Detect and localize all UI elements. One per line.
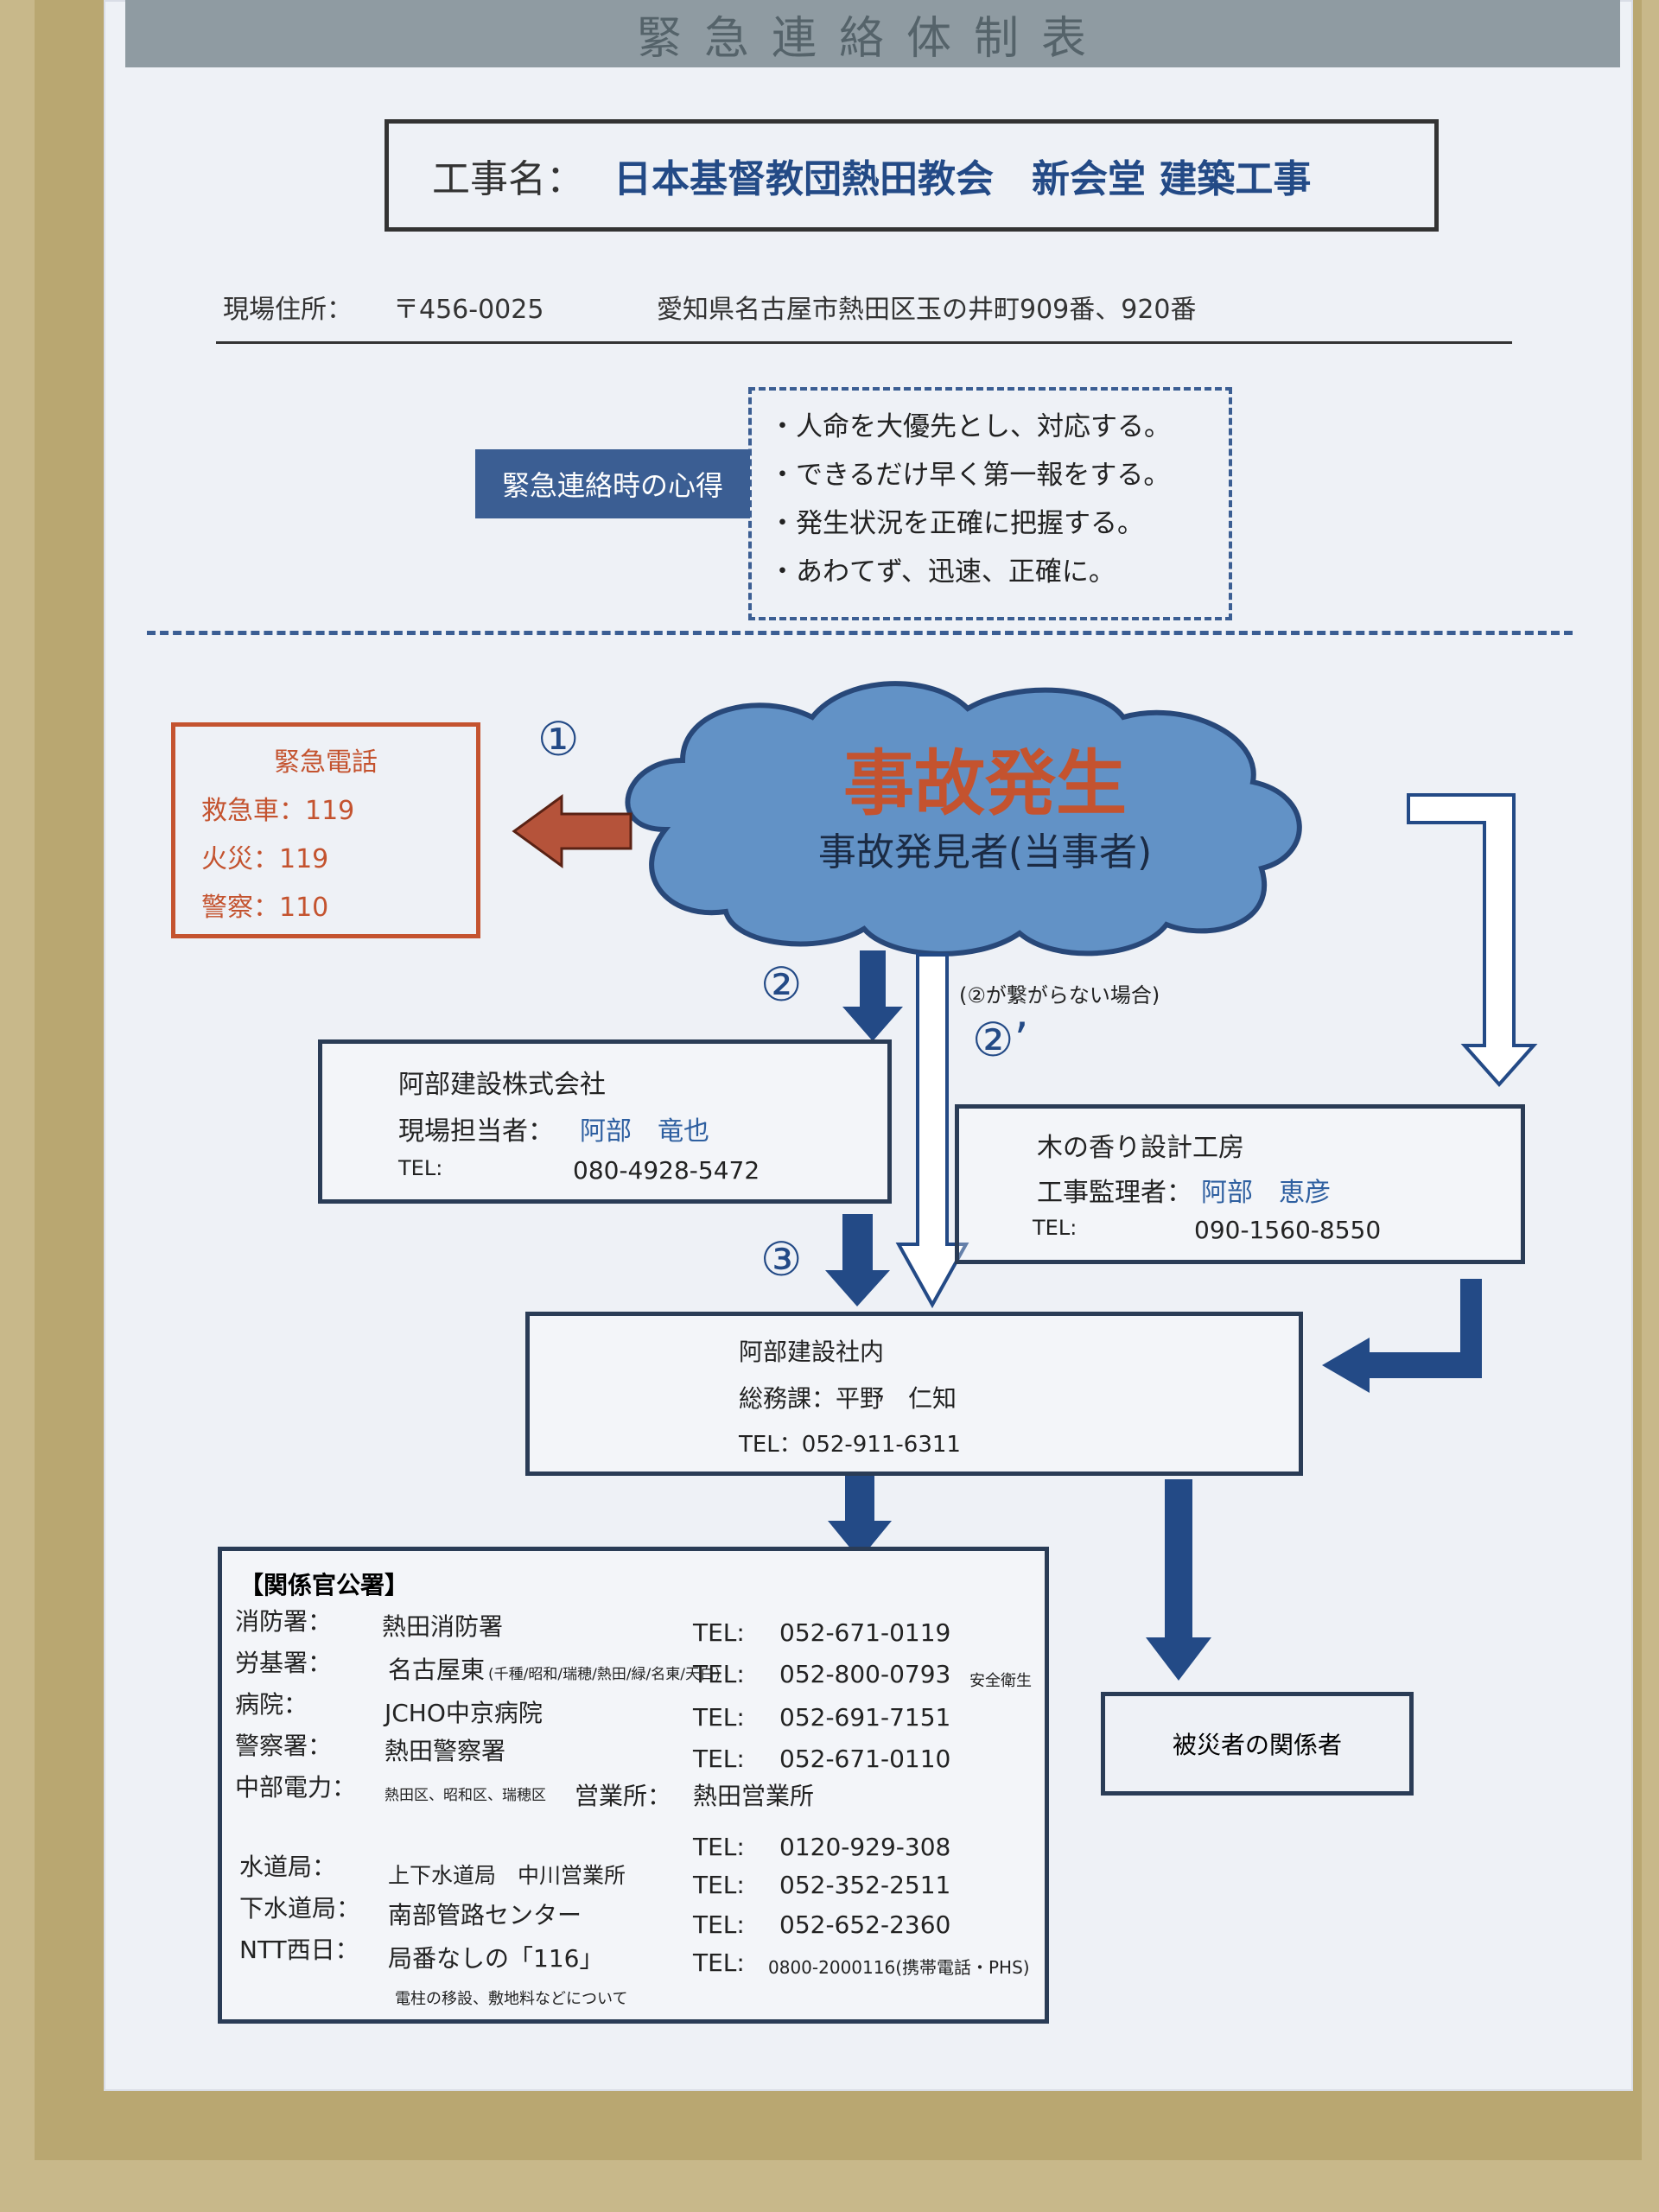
rule-item: ・人命を大優先とし、対応する。 bbox=[769, 411, 1171, 442]
auth-tel-label: TEL: bbox=[693, 1871, 745, 1899]
arrow-step3 bbox=[825, 1214, 890, 1306]
rule-item: ・発生状況を正確に把握する。 bbox=[769, 508, 1144, 539]
abe-site-tel: 080-4928-5472 bbox=[573, 1156, 760, 1185]
project-name: 日本基督教団熱田教会 新会堂 建築工事 bbox=[613, 157, 1312, 201]
rules-box: ・人命を大優先とし、対応する。 ・できるだけ早く第一報をする。 ・発生状況を正確… bbox=[748, 387, 1232, 620]
step-1: ① bbox=[537, 712, 580, 766]
project-label: 工事名： bbox=[432, 157, 584, 201]
incident-cloud bbox=[625, 681, 1302, 957]
auth-tel-label: TEL: bbox=[693, 1948, 745, 1977]
address-label: 現場住所： bbox=[223, 295, 353, 325]
auth-tel: 052-671-0119 bbox=[779, 1618, 951, 1647]
auth-tel: 052-800-0793 bbox=[779, 1660, 951, 1688]
auth-tel: 0120-929-308 bbox=[779, 1833, 951, 1861]
auth-cat: 水道局： bbox=[239, 1853, 337, 1881]
kinokaori-tel: 090-1560-8550 bbox=[1194, 1216, 1382, 1244]
step-3: ③ bbox=[760, 1232, 803, 1287]
emergency-title: 緊急電話 bbox=[274, 747, 378, 778]
auth-tel-label: TEL: bbox=[693, 1660, 745, 1688]
auth-tel: 052-691-7151 bbox=[779, 1703, 951, 1732]
kinokaori-box: 木の香り設計工房 工事監理者： 阿部 恵彦 TEL: 090-1560-8550 bbox=[955, 1104, 1525, 1264]
auth-name: 上下水道局 中川営業所 bbox=[388, 1863, 626, 1888]
kinokaori-company: 木の香り設計工房 bbox=[1037, 1133, 1244, 1163]
emergency-line: 火災：119 bbox=[201, 844, 329, 874]
emergency-line: 救急車：119 bbox=[201, 796, 355, 826]
auth-tel: 052-652-2360 bbox=[779, 1910, 951, 1939]
auth-name-small: 熱田区、昭和区、瑞穂区 bbox=[385, 1787, 546, 1804]
abe-office-line2: 総務課：平野 仁知 bbox=[739, 1384, 957, 1413]
abe-site-tel-label: TEL: bbox=[398, 1156, 443, 1180]
emergency-numbers: 緊急電話 救急車：119 火災：119 警察：110 bbox=[171, 722, 480, 938]
auth-office-label: 営業所： bbox=[575, 1782, 672, 1810]
auth-name: 熱田警察署 bbox=[385, 1737, 506, 1765]
arrow-to-authorities bbox=[828, 1473, 892, 1560]
auth-cat: 消防署： bbox=[235, 1607, 333, 1636]
emergency-line: 警察：110 bbox=[201, 893, 329, 923]
auth-name: 名古屋東 bbox=[388, 1656, 486, 1684]
auth-office: 熱田営業所 bbox=[693, 1782, 815, 1810]
abe-site-person: 阿部 竜也 bbox=[580, 1116, 709, 1147]
step-2: ② bbox=[760, 957, 803, 1012]
fallback-note: (②が繋がらない場合) bbox=[959, 983, 1160, 1007]
auth-name: JCHO中京病院 bbox=[385, 1699, 543, 1727]
auth-tel: 052-352-2511 bbox=[779, 1871, 951, 1899]
rule-item: ・あわてず、迅速、正確に。 bbox=[769, 556, 1116, 588]
auth-cat: 病院： bbox=[235, 1690, 308, 1719]
step-2b: ②’ bbox=[972, 1013, 1029, 1067]
abe-office-line1: 阿部建設社内 bbox=[739, 1338, 885, 1366]
arrow-step2b bbox=[1407, 793, 1538, 1088]
site-address: 現場住所： 〒456-0025 愛知県名古屋市熱田区玉の井町909番、920番 bbox=[216, 281, 1512, 344]
auth-tel: 052-671-0110 bbox=[779, 1745, 951, 1773]
arrow-fallback bbox=[895, 953, 969, 1309]
arrow-step2 bbox=[842, 950, 903, 1041]
auth-cat: 中部電力： bbox=[235, 1773, 357, 1802]
auth-tel-label: TEL: bbox=[693, 1910, 745, 1939]
victim-contact-box: 被災者の関係者 bbox=[1101, 1692, 1414, 1796]
incident-subtitle: 事故発見者(当事者) bbox=[817, 830, 1153, 874]
arrow-to-victim bbox=[1146, 1479, 1211, 1681]
auth-tel-label: TEL: bbox=[693, 1618, 745, 1647]
abe-site-company: 阿部建設株式会社 bbox=[398, 1070, 606, 1100]
auth-cat: 下水道局： bbox=[239, 1894, 361, 1923]
auth-cat: NTT西日： bbox=[239, 1936, 359, 1964]
auth-name: 局番なしの「116」 bbox=[388, 1944, 604, 1973]
address-postal: 〒456-0025 bbox=[393, 295, 544, 325]
auth-name-small: (千種/昭和/瑞穂/熱田/緑/名東/天白) bbox=[488, 1666, 721, 1683]
auth-footnote: 電柱の移設、敷地料などについて bbox=[395, 1990, 628, 2008]
abe-site-role: 現場担当者： bbox=[398, 1116, 554, 1147]
rule-item: ・できるだけ早く第一報をする。 bbox=[769, 460, 1171, 491]
arrow-kinokaori-office bbox=[1322, 1279, 1482, 1393]
authorities-header: 【関係官公署】 bbox=[239, 1571, 410, 1599]
auth-tel: 0800-2000116(携帯電話・PHS) bbox=[768, 1957, 1030, 1978]
kinokaori-role: 工事監理者： bbox=[1037, 1178, 1192, 1208]
page-title: 緊急連絡体制表 bbox=[125, 0, 1620, 67]
auth-tel-label: TEL: bbox=[693, 1745, 745, 1773]
project-box: 工事名： 日本基督教団熱田教会 新会堂 建築工事 bbox=[385, 119, 1439, 232]
kinokaori-person: 阿部 恵彦 bbox=[1201, 1178, 1331, 1208]
auth-name: 熱田消防署 bbox=[382, 1612, 504, 1641]
auth-tel-label: TEL: bbox=[693, 1833, 745, 1861]
kinokaori-tel-label: TEL: bbox=[1033, 1216, 1077, 1240]
section-divider bbox=[147, 631, 1573, 635]
auth-tel-label: TEL: bbox=[693, 1703, 745, 1732]
abe-office-line3: TEL：052-911-6311 bbox=[739, 1432, 961, 1458]
auth-extra: 安全衛生 bbox=[969, 1672, 1032, 1690]
incident-title: 事故発生 bbox=[842, 743, 1127, 825]
address-location: 愛知県名古屋市熱田区玉の井町909番、920番 bbox=[657, 295, 1197, 325]
abe-office-box: 阿部建設社内 総務課：平野 仁知 TEL：052-911-6311 bbox=[525, 1312, 1303, 1476]
rules-tag: 緊急連絡時の心得 bbox=[475, 449, 750, 518]
auth-cat: 労基署： bbox=[235, 1649, 333, 1677]
auth-cat: 警察署： bbox=[235, 1732, 333, 1760]
auth-name: 南部管路センター bbox=[388, 1901, 582, 1929]
authorities-box: 【関係官公署】 消防署： 熱田消防署 TEL: 052-671-0119 労基署… bbox=[218, 1547, 1049, 2024]
arrow-to-emergency bbox=[512, 794, 632, 868]
abe-site-box: 阿部建設株式会社 現場担当者： 阿部 竜也 TEL: 080-4928-5472 bbox=[318, 1039, 892, 1204]
